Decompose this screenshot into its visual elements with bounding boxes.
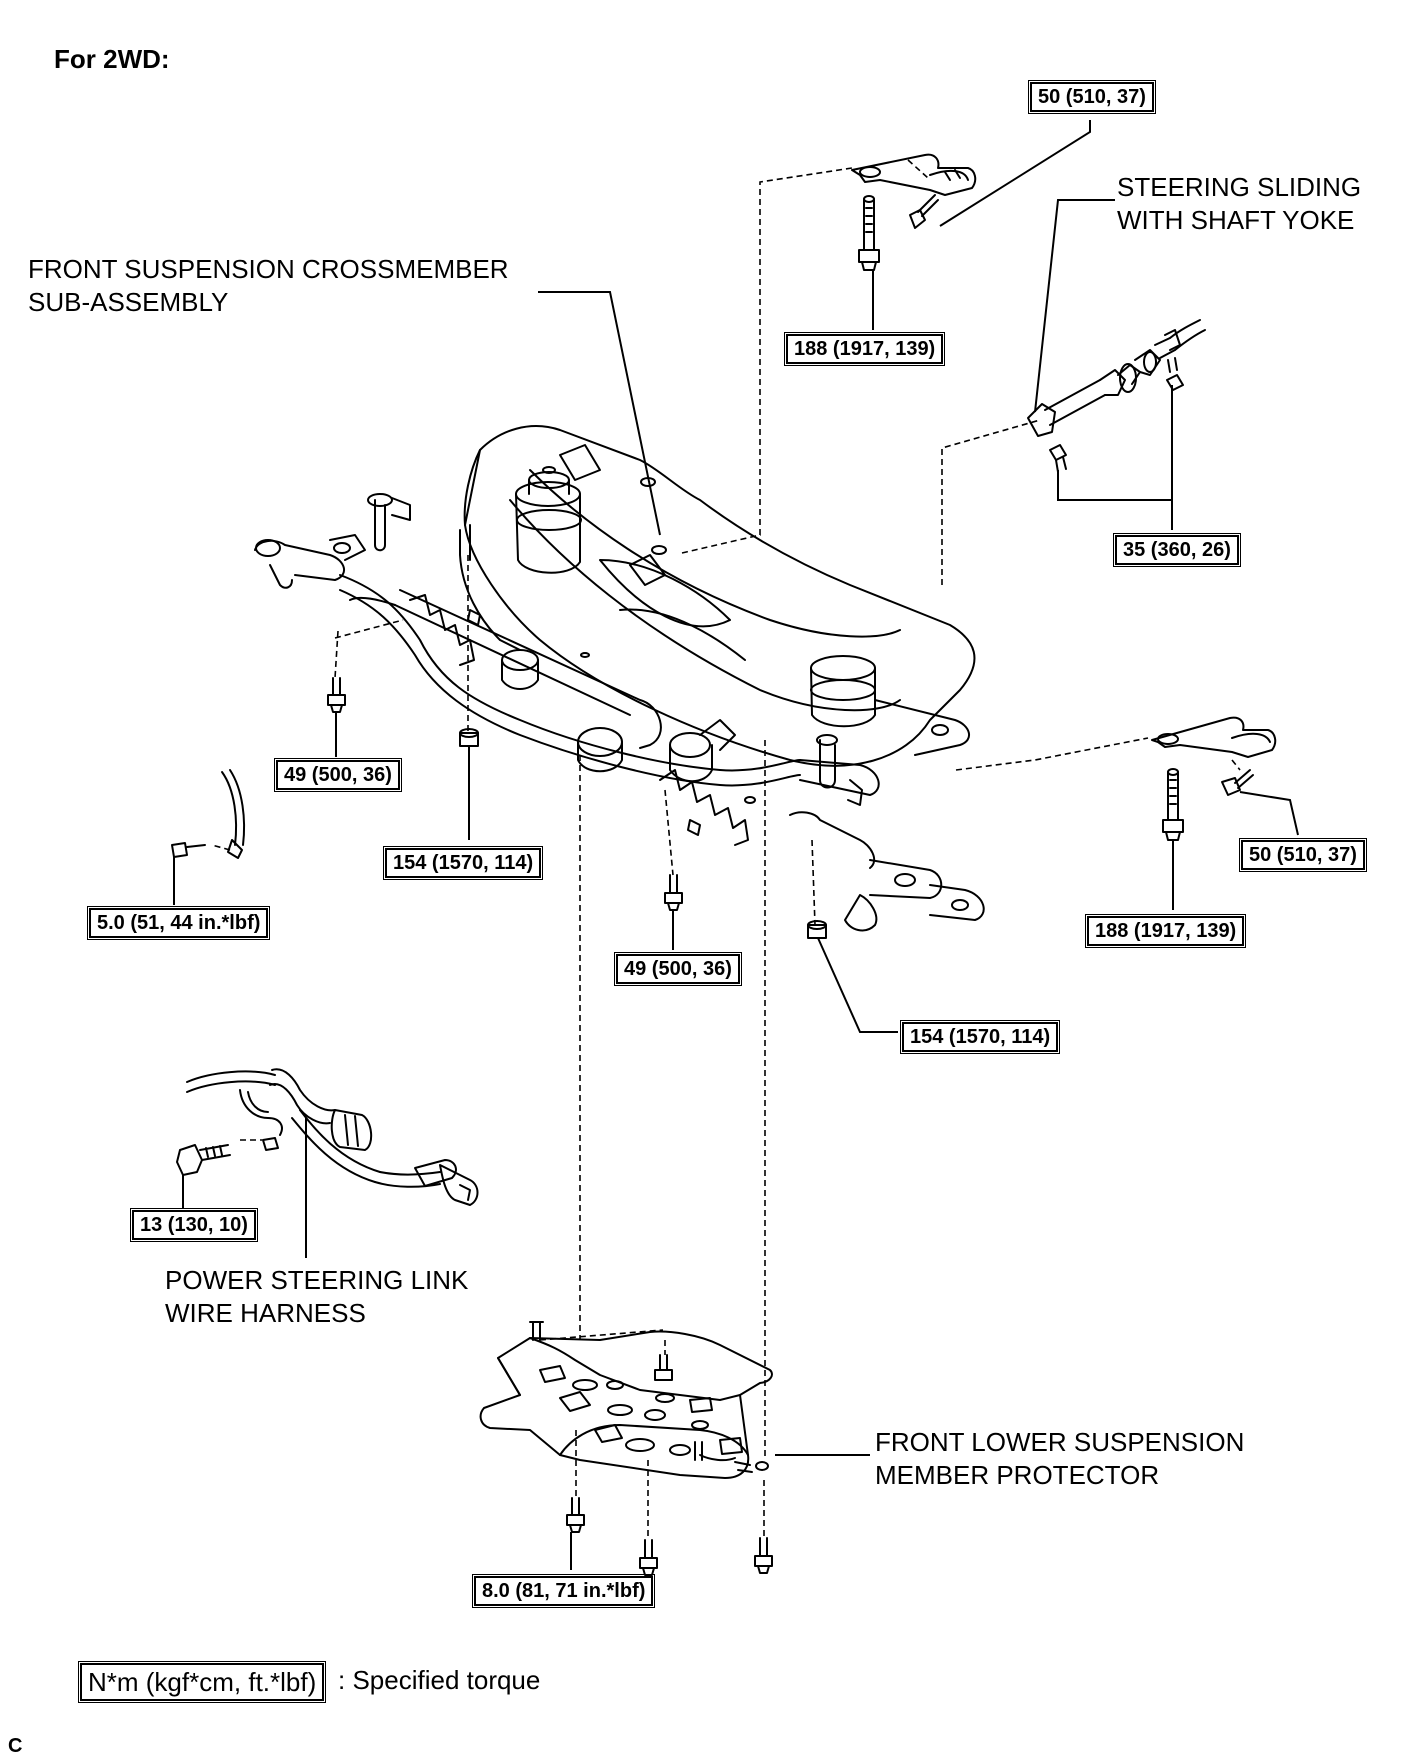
torque-stab-left: 49 (500, 36) bbox=[274, 758, 402, 792]
torque-yoke-bolts: 35 (360, 26) bbox=[1113, 533, 1241, 567]
label-crossmember: FRONT SUSPENSION CROSSMEMBER SUB-ASSEMBL… bbox=[28, 253, 509, 319]
torque-bracket-top-bolt: 50 (510, 37) bbox=[1028, 80, 1156, 114]
legend-unit-text: : Specified torque bbox=[338, 1665, 541, 1695]
torque-bracket-right-bolt: 50 (510, 37) bbox=[1239, 838, 1367, 872]
right-bracket-drawing bbox=[1151, 716, 1277, 758]
page-heading: For 2WD: bbox=[54, 44, 170, 74]
stab-left-bolt bbox=[327, 677, 346, 713]
label-crossmember-line2: SUB-ASSEMBLY bbox=[28, 287, 229, 317]
torque-rack-mount-left: 154 (1570, 114) bbox=[382, 846, 544, 880]
label-wire-harness-line2: WIRE HARNESS bbox=[165, 1298, 366, 1328]
yoke-bolt-left bbox=[1049, 444, 1067, 473]
protector-drawing bbox=[479, 1321, 773, 1479]
legend-unit-box: N*m (kgf*cm, ft.*lbf) bbox=[77, 1661, 327, 1703]
protector-bolt-2 bbox=[639, 1539, 658, 1576]
clamp-drawing bbox=[171, 769, 246, 859]
figure-code: C bbox=[8, 1735, 23, 1757]
label-sliding-yoke: STEERING SLIDING WITH SHAFT YOKE bbox=[1117, 171, 1361, 237]
rack-right-nut bbox=[807, 920, 827, 939]
alignment-dashed-lines bbox=[211, 159, 1241, 1540]
label-wire-harness-line1: POWER STEERING LINK bbox=[165, 1265, 469, 1295]
label-protector-line1: FRONT LOWER SUSPENSION bbox=[875, 1427, 1245, 1457]
harness-bolt-drawing bbox=[176, 1144, 231, 1176]
label-wire-harness: POWER STEERING LINK WIRE HARNESS bbox=[165, 1264, 468, 1330]
protector-bolt-4 bbox=[654, 1354, 673, 1381]
protector-bolt-1 bbox=[566, 1497, 585, 1533]
label-crossmember-line1: FRONT SUSPENSION CROSSMEMBER bbox=[28, 254, 509, 284]
leader-lines bbox=[173, 120, 1299, 1570]
torque-bracket-top-stud: 188 (1917, 139) bbox=[783, 332, 946, 366]
right-stud-bolt bbox=[1162, 768, 1184, 841]
sliding-yoke-drawing bbox=[1027, 319, 1206, 437]
label-protector-line2: MEMBER PROTECTOR bbox=[875, 1460, 1160, 1490]
yoke-bolt-right bbox=[1166, 357, 1184, 391]
rack-left-nut bbox=[459, 728, 479, 747]
top-bracket-drawing bbox=[851, 153, 977, 196]
crossmember-drawing bbox=[254, 425, 985, 932]
label-sliding-yoke-line1: STEERING SLIDING bbox=[1117, 172, 1362, 202]
torque-rack-mount-right: 154 (1570, 114) bbox=[899, 1020, 1061, 1054]
top-stud-bolt bbox=[858, 195, 880, 271]
torque-protector-bolts: 8.0 (81, 71 in.*lbf) bbox=[471, 1574, 656, 1608]
top-small-bolt bbox=[909, 194, 939, 229]
protector-bolt-3 bbox=[754, 1537, 773, 1574]
label-protector: FRONT LOWER SUSPENSION MEMBER PROTECTOR bbox=[875, 1426, 1244, 1492]
wire-harness-drawing bbox=[186, 1068, 479, 1206]
torque-bracket-right-stud: 188 (1917, 139) bbox=[1084, 914, 1247, 948]
stab-right-bolt bbox=[664, 874, 683, 911]
torque-harness-bolt: 13 (130, 10) bbox=[130, 1208, 258, 1242]
torque-clamp-bolt: 5.0 (51, 44 in.*lbf) bbox=[86, 906, 271, 940]
right-small-bolt bbox=[1221, 769, 1254, 796]
torque-stab-right: 49 (500, 36) bbox=[614, 952, 742, 986]
label-sliding-yoke-line2: WITH SHAFT YOKE bbox=[1117, 205, 1355, 235]
